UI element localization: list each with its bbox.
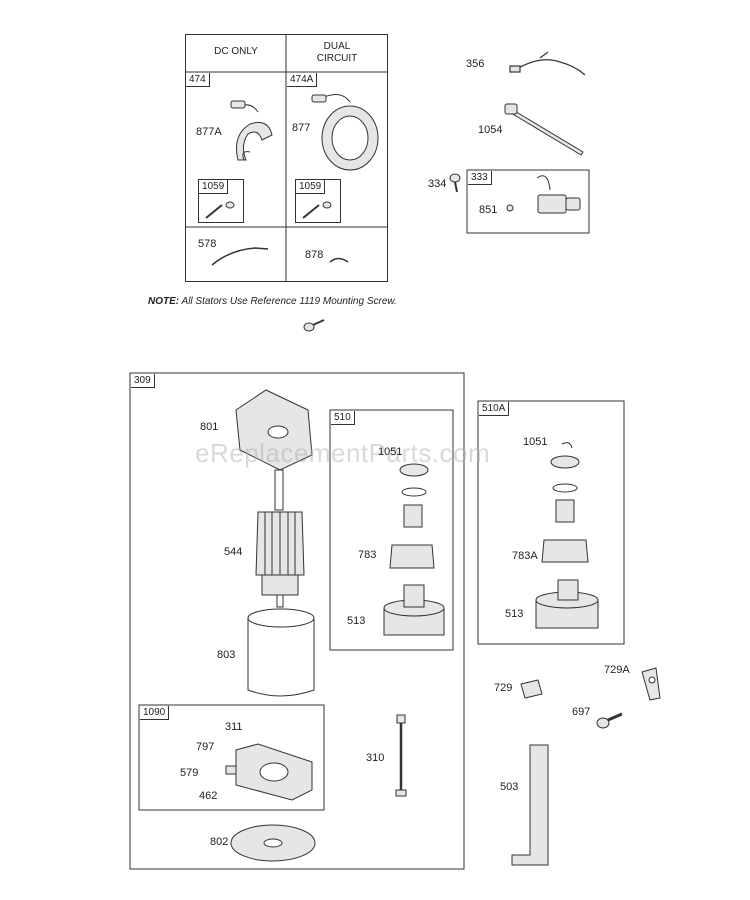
part-label-578[interactable]: 578 [198,238,217,250]
tag-309: 309 [131,374,155,388]
brush-holder-311-icon [225,743,313,801]
harness-356-icon [509,51,586,76]
part-label-462[interactable]: 462 [199,790,218,802]
tag-510a: 510A [479,402,510,416]
part-label-503[interactable]: 503 [500,781,519,793]
end-cap-801-icon [235,389,313,471]
tag-1059-a: 1059 [199,180,229,194]
through-bolt-310-icon [395,714,407,797]
part-label-877a[interactable]: 877A [196,126,222,138]
screw-334-icon [449,173,461,193]
part-label-513[interactable]: 513 [347,615,366,627]
plate-802-icon [230,824,316,862]
tag-1059-b: 1059 [296,180,326,194]
part-label-803[interactable]: 803 [217,649,236,661]
part-label-801[interactable]: 801 [200,421,219,433]
part-label-311[interactable]: 311 [225,721,243,733]
part-label-783a[interactable]: 783A [512,550,538,562]
group-510-box [329,409,454,651]
tag-1090: 1090 [140,706,170,720]
wire-878-icon [329,257,349,263]
part-label-579[interactable]: 579 [180,767,199,779]
group-309-box [129,372,465,870]
clip-729-icon [520,679,543,699]
screw-697-icon [596,712,623,729]
bracket-503-icon [511,744,549,866]
part-label-697[interactable]: 697 [572,706,591,718]
group-1059-b-box [295,179,341,223]
part-label-1054[interactable]: 1054 [478,124,503,136]
stator-note: NOTE: All Stators Use Reference 1119 Mou… [148,296,397,307]
part-label-729[interactable]: 729 [494,682,513,694]
bracket-729a-icon [641,667,661,701]
part-label-802[interactable]: 802 [210,836,229,848]
group-333-box [466,169,590,234]
tag-474a: 474A [287,73,318,87]
part-label-729a[interactable]: 729A [604,664,630,676]
note-text: All Stators Use Reference 1119 Mounting … [181,296,397,307]
tag-474: 474 [186,73,210,87]
part-label-797[interactable]: 797 [196,741,215,753]
mounting-screw-1119-icon [303,319,325,332]
part-label-1051[interactable]: 1051 [378,446,403,458]
stator-877-icon [311,94,379,171]
header-dc-only: DC ONLY [214,46,258,57]
note-prefix: NOTE: [148,296,180,307]
part-label-544[interactable]: 544 [224,546,243,558]
stator-877a-icon [230,100,273,161]
part-label-334[interactable]: 334 [428,178,447,190]
part-label-877[interactable]: 877 [292,122,311,134]
rectifier-851-icon [506,175,581,214]
stator-table [185,34,388,282]
part-label-783[interactable]: 783 [358,549,377,561]
wire-578-icon [211,247,269,266]
watermark: eReplacementParts.com [195,438,491,468]
armature-544-icon [255,469,305,608]
housing-803-icon [247,608,315,697]
tag-510: 510 [331,411,355,425]
part-label-513-510a[interactable]: 513 [505,608,524,620]
group-1059-a-box [198,179,244,223]
pinion-assembly-510-icon [383,463,445,636]
part-label-851[interactable]: 851 [479,204,498,216]
cable-tie-1054-icon [504,103,584,156]
tag-333: 333 [468,171,492,185]
pinion-assembly-510a-icon [535,442,599,629]
group-1090-box [138,704,325,811]
screw-1059-b-icon [302,201,332,219]
part-label-878[interactable]: 878 [305,249,324,261]
screw-1059-a-icon [205,201,235,219]
group-510a-box [477,400,625,645]
part-label-310[interactable]: 310 [366,752,385,764]
part-label-1051-510a[interactable]: 1051 [523,436,548,448]
header-dual-line2: CIRCUIT [316,53,358,64]
part-label-356[interactable]: 356 [466,58,485,70]
header-dual-line1: DUAL [323,41,351,52]
